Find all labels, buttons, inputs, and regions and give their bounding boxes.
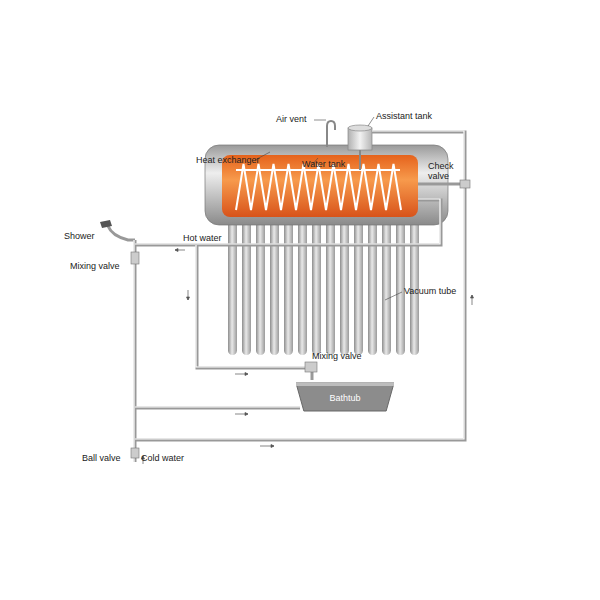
- vacuum-tube: [284, 215, 293, 355]
- vacuum-tube: [312, 215, 321, 355]
- pipes: [108, 132, 465, 462]
- part-label: Vacuum tube: [404, 287, 456, 297]
- air-vent: [327, 121, 335, 147]
- check-valve: [460, 180, 470, 188]
- ball-valve: [131, 448, 139, 458]
- pipe-highlights: [134, 131, 464, 462]
- vacuum-tube: [228, 215, 237, 355]
- bath-hot-pipe: [197, 245, 312, 380]
- part-label: Check valve: [428, 162, 458, 182]
- part-label: Cold water: [141, 454, 184, 464]
- part-label: Water tank: [302, 160, 345, 170]
- part-label: Heat exchanger: [196, 156, 260, 166]
- flow-arrows: [142, 249, 474, 465]
- hot-water-pipe: [135, 200, 441, 245]
- coil-header: [236, 169, 400, 171]
- check-valve-pipe: [418, 183, 465, 186]
- part-label: Hot water: [183, 234, 222, 244]
- part-label: Air vent: [276, 115, 307, 125]
- shower-hose: [108, 226, 135, 240]
- vacuum-tube: [368, 215, 377, 355]
- part-label: Shower: [64, 232, 95, 242]
- part-label: Mixing valve: [312, 352, 362, 362]
- part-label: Mixing valve: [70, 262, 120, 272]
- vacuum-tube: [382, 215, 391, 355]
- vacuum-tube: [326, 215, 335, 355]
- assistant-pipe: [359, 150, 361, 170]
- shower-head: [100, 220, 112, 228]
- bath-mixing-valve: [305, 362, 317, 372]
- vacuum-tube: [242, 215, 251, 355]
- vacuum-tube: [410, 215, 419, 355]
- vacuum-tube: [396, 215, 405, 355]
- heat-exchanger-coil: [236, 164, 401, 210]
- vacuum-tubes: [228, 215, 419, 355]
- vacuum-tube: [340, 215, 349, 355]
- shower-mixing-valve: [131, 252, 139, 264]
- bath-cold-pipe: [135, 407, 300, 410]
- leader-lines: [255, 117, 402, 300]
- vacuum-tube: [354, 215, 363, 355]
- part-label: Assistant tank: [376, 112, 432, 122]
- bathtub: Bathtub: [296, 382, 394, 412]
- vacuum-tube: [256, 215, 265, 355]
- vacuum-tube: [298, 215, 307, 355]
- part-label: Ball valve: [82, 454, 121, 464]
- cold-feed-pipe: [135, 132, 465, 440]
- vacuum-tube: [270, 215, 279, 355]
- left-riser: [134, 240, 137, 462]
- node-text: Bathtub: [296, 393, 394, 403]
